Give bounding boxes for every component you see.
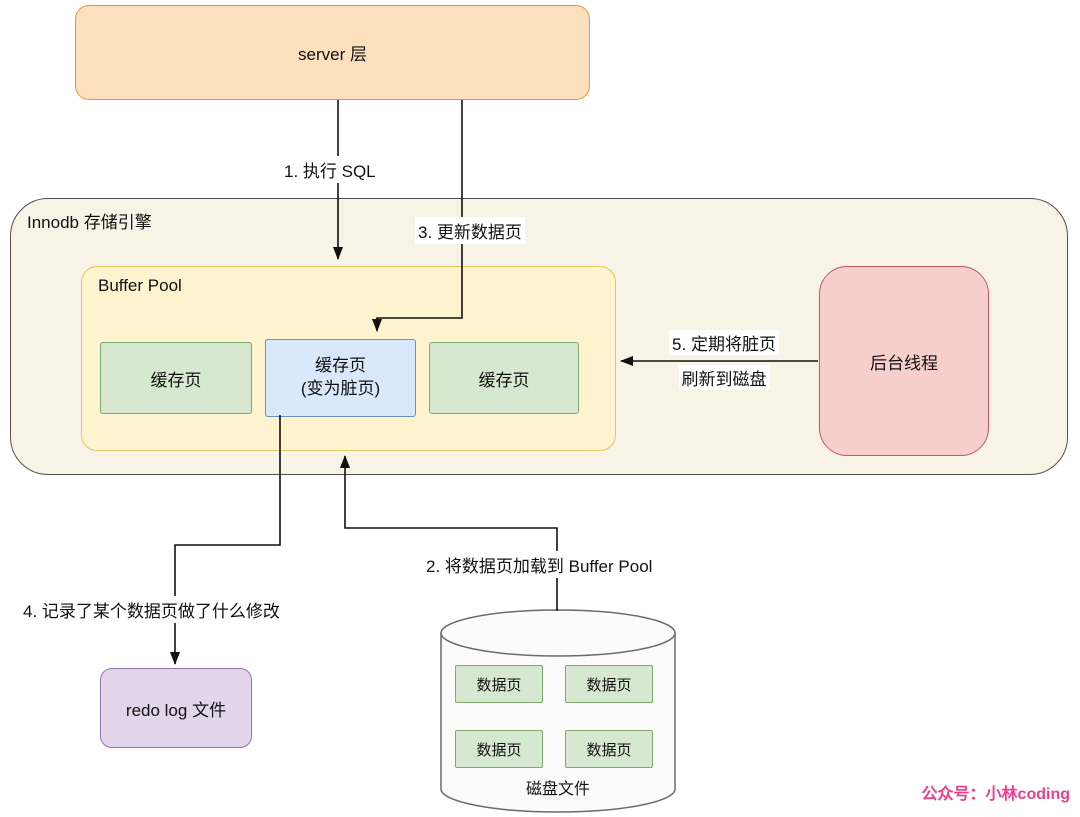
step5-label-line1: 5. 定期将脏页 [669,330,779,355]
dirty-page-line1: 缓存页 [314,356,366,376]
data-page-node: 数据页 [455,665,543,703]
server-layer-label: server 层 [298,45,367,64]
innodb-engine-container: Innodb 存储引擎 Buffer Pool 缓存页 缓存页 (变为脏页) 缓… [10,198,1068,475]
step2-label: 2. 将数据页加载到 Buffer Pool [423,551,656,578]
step4-label: 4. 记录了某个数据页做了什么修改 [20,596,283,623]
data-page-node: 数据页 [565,665,653,703]
step5-label: 5. 定期将脏页 刷新到磁盘 [645,330,803,390]
step5-label-line2: 刷新到磁盘 [678,365,770,390]
data-page-node: 数据页 [565,730,653,768]
server-layer-node: server 层 [75,5,590,100]
disk-cylinder-top [440,609,676,657]
innodb-engine-label: Innodb 存储引擎 [27,213,152,232]
dirty-page-node: 缓存页 (变为脏页) [265,339,416,417]
arrow-step2-load-page [340,455,558,611]
cache-page-right-node: 缓存页 [429,342,579,414]
watermark-text: 公众号：小林coding [921,786,1070,803]
dirty-page-line2: (变为脏页) [300,379,381,398]
disk-file-label: 磁盘文件 [525,781,590,798]
data-page-node: 数据页 [455,730,543,768]
buffer-pool-container: Buffer Pool 缓存页 缓存页 (变为脏页) 缓存页 [81,266,616,451]
redo-log-label: redo log 文件 [125,700,227,720]
dirty-page-text: 缓存页 (变为脏页) [301,355,380,401]
step1-label: 1. 执行 SQL [281,156,379,183]
buffer-pool-label: Buffer Pool [98,276,182,295]
background-thread-label: 后台线程 [870,353,938,373]
redo-log-node: redo log 文件 [100,668,252,748]
cache-page-left-node: 缓存页 [100,342,252,414]
background-thread-node: 后台线程 [819,266,989,456]
step3-label: 3. 更新数据页 [415,217,525,244]
